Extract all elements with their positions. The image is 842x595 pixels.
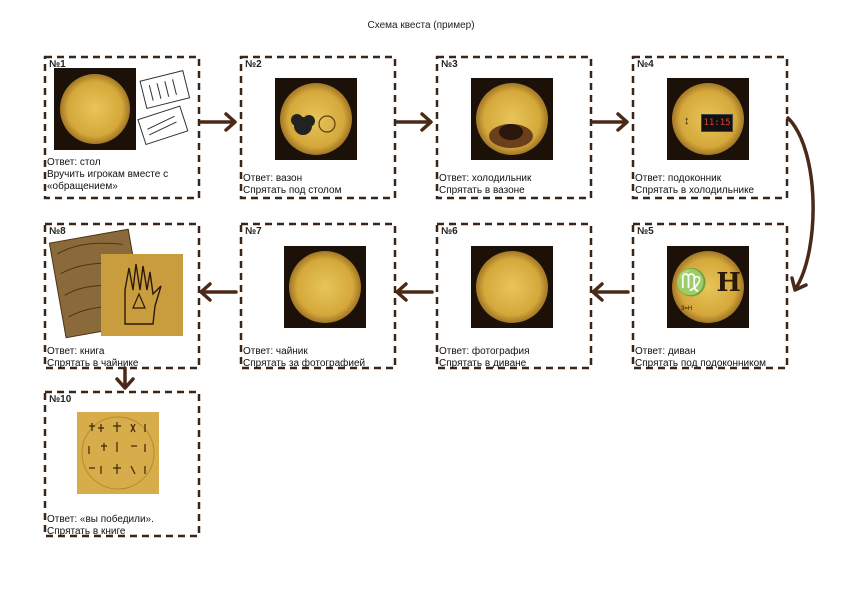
cards-image: [137, 65, 199, 145]
arrow-3-4: [593, 114, 627, 130]
answer-text: Ответ: «вы победили».Спрятать в книге: [47, 514, 154, 538]
arrow-8-10: [117, 368, 133, 388]
clue-image: [275, 78, 357, 160]
card-number: №3: [441, 59, 458, 70]
arrow-4-5: [788, 118, 813, 290]
card-number: №7: [245, 226, 262, 237]
arrow-5-6: [593, 284, 628, 300]
arrow-7-8: [201, 284, 236, 300]
arrow-1-2: [201, 114, 235, 130]
card-number: №5: [637, 226, 654, 237]
appeal-image: [54, 68, 136, 150]
card-number: №6: [441, 226, 458, 237]
clue-image: [471, 246, 553, 328]
runes-image: [77, 412, 159, 494]
card-number: №2: [245, 59, 262, 70]
clue-image: [471, 78, 553, 160]
quest-card-10: №10 Ответ: «вы победили».Спрятать в книг…: [43, 390, 201, 538]
arrow-6-7: [397, 284, 432, 300]
palm-image: [49, 228, 197, 340]
arrow-2-3: [397, 114, 431, 130]
clue-image: [284, 246, 366, 328]
clue-image: 11:15 ↕: [667, 78, 749, 160]
card-number: №4: [637, 59, 654, 70]
virgo-sign: ♍ Н: [667, 268, 749, 298]
clue-image: ♍ Н 3=Н: [667, 246, 749, 328]
arrow-icon: ↕: [684, 115, 690, 127]
clock-display: 11:15: [701, 114, 733, 132]
sign-caption: 3=Н: [681, 306, 692, 312]
card-number: №10: [49, 394, 71, 405]
